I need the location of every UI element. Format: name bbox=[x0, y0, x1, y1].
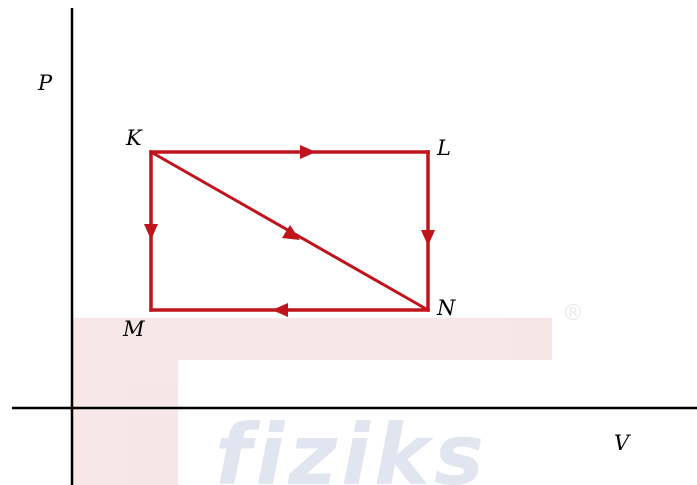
watermark-text: fiziks bbox=[215, 406, 488, 485]
watermark-registered-mark: ® bbox=[562, 301, 584, 326]
arrow-down-k-m bbox=[144, 224, 158, 240]
arrow-left-n-m bbox=[272, 303, 288, 317]
vertex-label-k: K bbox=[125, 126, 143, 150]
watermark: fiziks ® bbox=[72, 301, 584, 485]
vertex-label-l: L bbox=[436, 136, 451, 160]
arrow-right-k-l bbox=[300, 145, 316, 159]
p-axis-label: P bbox=[37, 71, 53, 95]
vertex-label-m: M bbox=[122, 317, 145, 341]
watermark-logo-shape bbox=[72, 318, 552, 485]
arrow-diagonal-k-n bbox=[282, 225, 300, 240]
arrow-down-l-n bbox=[421, 230, 435, 246]
v-axis-label: V bbox=[614, 431, 631, 455]
vertex-label-n: N bbox=[436, 296, 456, 320]
